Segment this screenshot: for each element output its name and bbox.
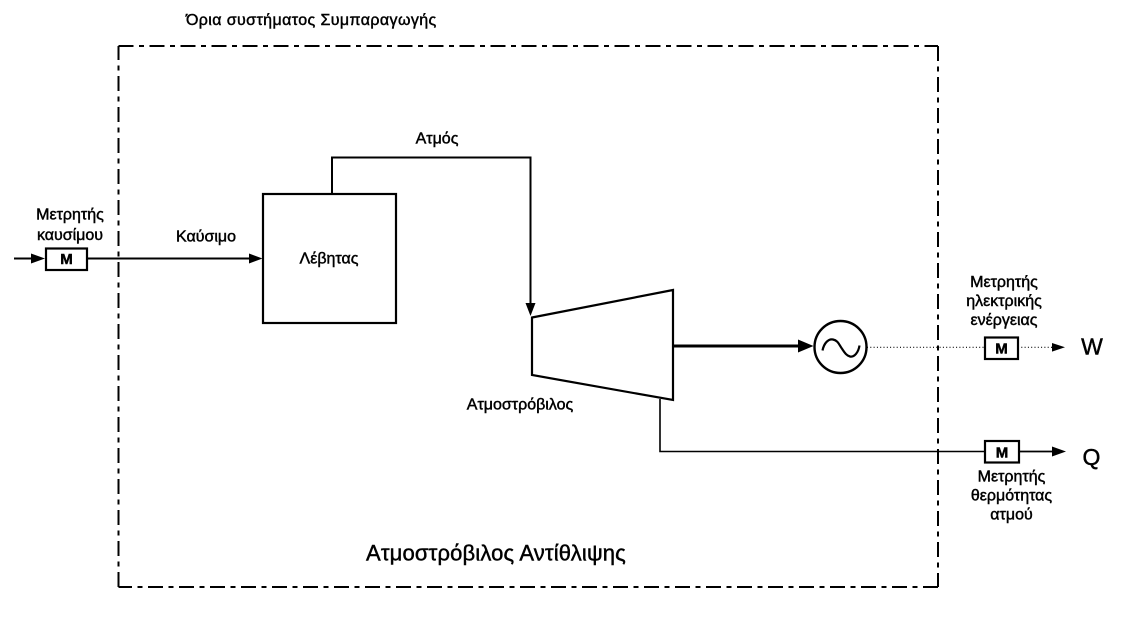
svg-text:Καύσιμο: Καύσιμο [176, 229, 236, 246]
svg-text:ατμού: ατμού [990, 507, 1032, 524]
svg-text:Μετρητής: Μετρητής [36, 207, 104, 224]
svg-text:Μετρητής: Μετρητής [970, 274, 1038, 291]
svg-text:M: M [60, 251, 73, 268]
svg-text:Q: Q [1083, 444, 1101, 470]
svg-text:ενέργειας: ενέργειας [970, 312, 1037, 329]
svg-text:W: W [1081, 334, 1103, 360]
svg-text:Ατμοστρόβιλος: Ατμοστρόβιλος [467, 397, 574, 414]
svg-text:καυσίμου: καυσίμου [37, 227, 103, 244]
svg-text:M: M [995, 341, 1008, 358]
svg-text:Μετρητής: Μετρητής [978, 469, 1046, 486]
svg-text:Ατμός: Ατμός [416, 131, 459, 148]
svg-text:Όρια συστήματος Συμπαραγωγής: Όρια συστήματος Συμπαραγωγής [185, 12, 437, 29]
svg-text:Ατμοστρόβιλος Αντίθλιψης: Ατμοστρόβιλος Αντίθλιψης [366, 541, 626, 566]
svg-text:Λέβητας: Λέβητας [300, 251, 359, 268]
svg-text:M: M [996, 445, 1009, 462]
svg-text:θερμότητας: θερμότητας [971, 488, 1053, 505]
svg-text:ηλεκτρικής: ηλεκτρικής [966, 293, 1042, 310]
